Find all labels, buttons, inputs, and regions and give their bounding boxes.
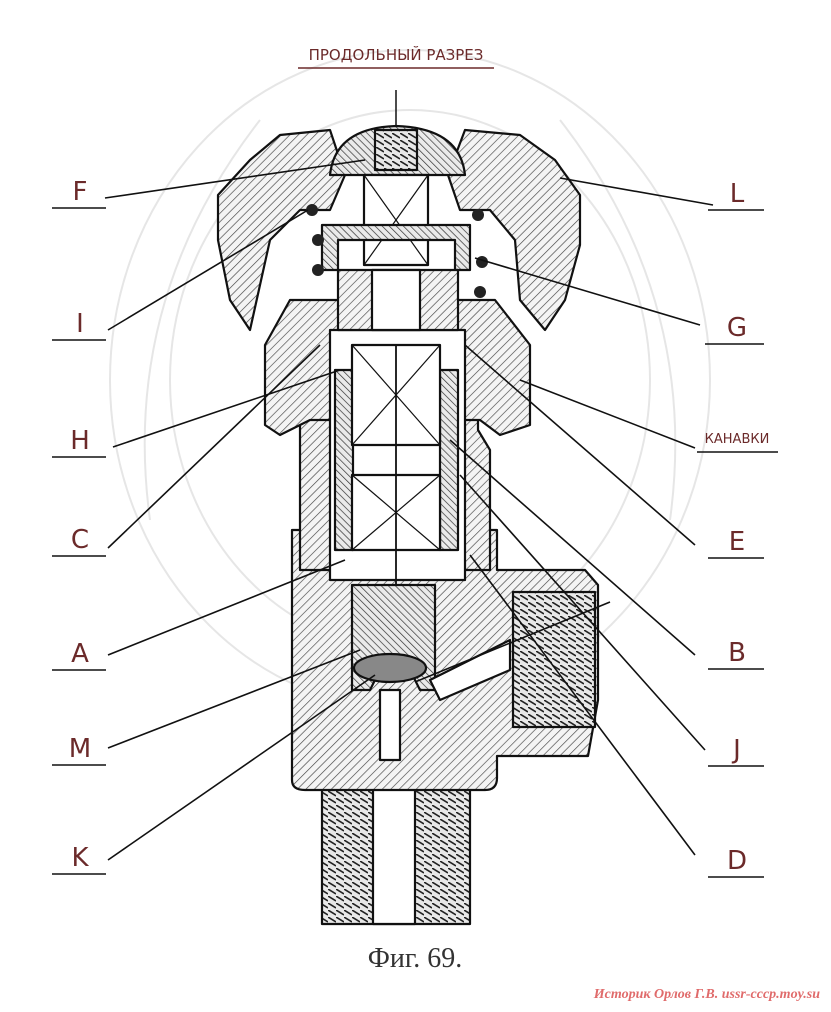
label-g: G — [727, 313, 747, 343]
stem-bore — [378, 688, 402, 762]
watermark: Историк Орлов Г.В. ussr-cccp.moy.su — [593, 987, 820, 1002]
label-k: K — [71, 843, 89, 873]
label-l: L — [730, 179, 745, 209]
gland-bore — [370, 268, 422, 332]
label-f: F — [73, 177, 88, 207]
dome-thread — [373, 128, 419, 172]
cartridge-wall-left — [333, 368, 355, 552]
label-a: A — [71, 639, 89, 669]
spring-cup — [320, 223, 472, 272]
label-e: E — [729, 527, 745, 557]
label-d: D — [727, 846, 747, 876]
title: ПРОДОЛЬНЫЙ РАЗРЕЗ — [309, 45, 484, 64]
valve-disc — [352, 652, 428, 684]
label-kanavki: КАНАВКИ — [705, 432, 770, 447]
figure-caption: Фиг. 69. — [368, 943, 462, 974]
labels-left: F I H C A M K — [52, 177, 106, 875]
label-j: J — [731, 735, 741, 765]
labels-right: L G КАНАВКИ E B J D — [697, 179, 778, 878]
label-i: I — [76, 309, 84, 339]
label-m: M — [69, 734, 91, 764]
leader-lines — [104, 159, 714, 861]
valve-drawing — [216, 124, 600, 926]
label-b: B — [728, 638, 746, 668]
cartridge-wall-right — [438, 368, 460, 552]
label-c: C — [71, 525, 89, 555]
label-h: H — [70, 426, 90, 456]
